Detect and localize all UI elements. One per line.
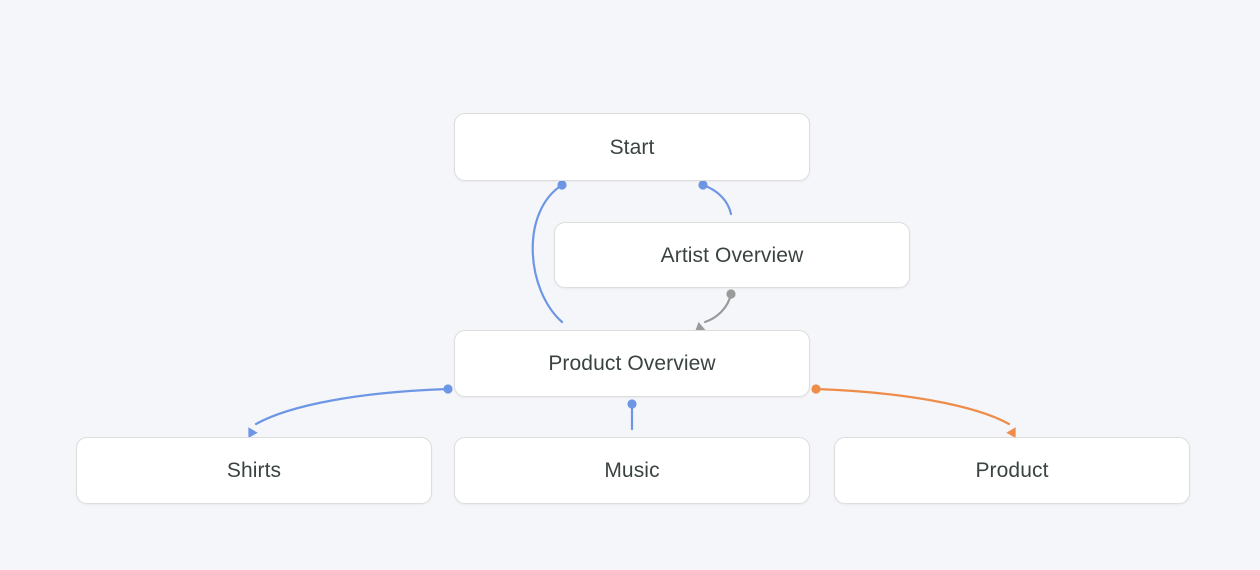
node-label: Music <box>604 459 660 482</box>
node-label: Start <box>609 135 655 159</box>
node-start[interactable]: Start <box>454 113 810 181</box>
node-label: Shirts <box>226 459 282 482</box>
node-product[interactable]: Product <box>834 437 1190 504</box>
node-music[interactable]: Music <box>454 437 810 504</box>
edge-source-dot[interactable] <box>811 384 821 394</box>
node-artist-overview[interactable]: Artist Overview <box>554 222 910 288</box>
node-shirts[interactable]: Shirts <box>76 437 432 504</box>
node-label: Artist Overview <box>660 243 804 267</box>
edge-path <box>814 387 1011 426</box>
node-label: Product <box>975 459 1049 482</box>
node-label: Product Overview <box>548 352 716 375</box>
edge-path <box>701 183 733 216</box>
edge-path <box>703 292 733 324</box>
edge-source-dot[interactable] <box>443 384 453 394</box>
edge-source-dot[interactable] <box>726 289 736 299</box>
node-product-overview[interactable]: Product Overview <box>454 330 810 397</box>
edge-source-dot[interactable] <box>627 399 637 409</box>
edge-source-dot[interactable] <box>557 180 567 190</box>
edge-product-overview-to-shirts[interactable] <box>244 384 453 440</box>
edge-source-dot[interactable] <box>698 180 708 190</box>
edge-path <box>254 387 450 426</box>
edge-product-overview-to-product[interactable] <box>811 384 1020 440</box>
